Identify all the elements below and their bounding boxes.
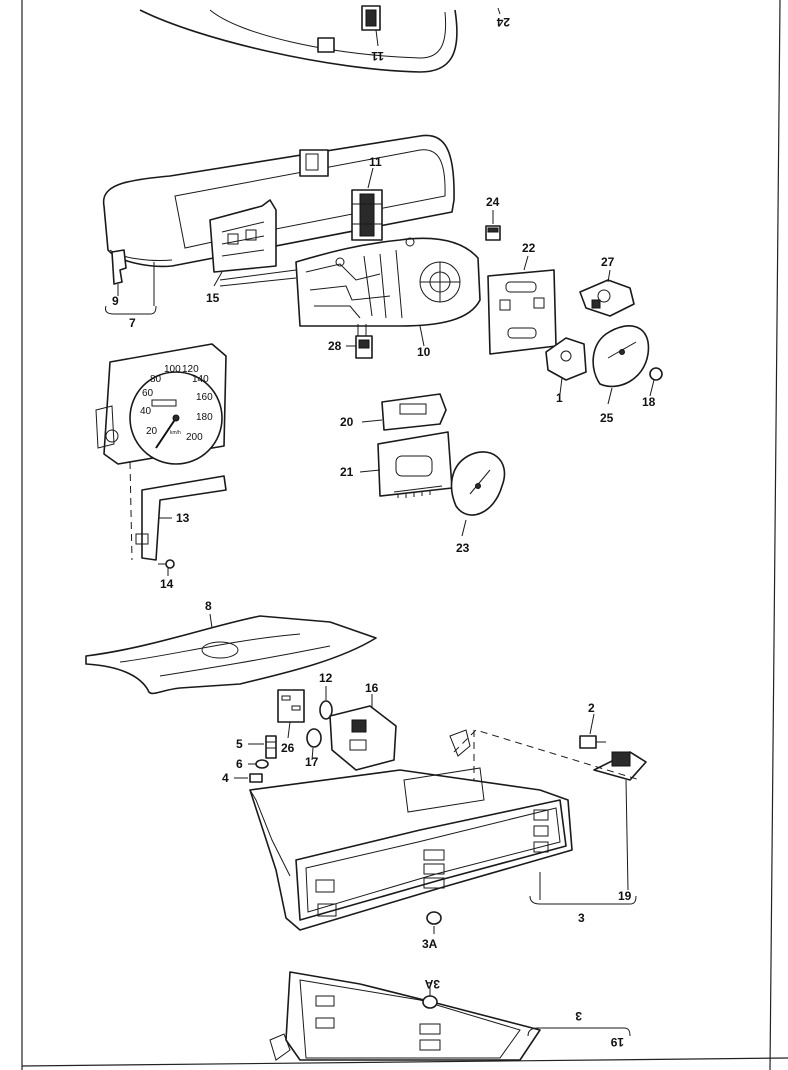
- bolt-part-5: [265, 735, 277, 759]
- speed-label-160: 160: [196, 392, 213, 403]
- clip-part-9: [111, 249, 127, 285]
- callout-28: 28: [328, 339, 342, 353]
- callout-27: 27: [601, 255, 615, 269]
- callout-11: 11: [369, 155, 382, 169]
- gauge-movement-1: [545, 337, 587, 381]
- connector-part-11: [351, 189, 383, 241]
- bulb-socket-2: [579, 735, 606, 749]
- speed-label-60: 60: [142, 388, 154, 399]
- bracket-plate-13: [135, 475, 227, 561]
- speed-label-140: 140: [192, 374, 209, 385]
- bulb-holder-17: [306, 728, 322, 748]
- callout-7: 7: [129, 316, 136, 330]
- printed-circuit-board-10: [219, 237, 481, 327]
- nut-part-18: [649, 367, 663, 381]
- mounting-plate-22: [487, 269, 557, 355]
- gauge-face-23: [450, 451, 506, 516]
- switch-housing-16: [329, 705, 397, 771]
- switch-part-19: [593, 751, 647, 781]
- bezel-part-21: [377, 431, 453, 498]
- callout-14: 14: [160, 577, 174, 591]
- callout-3a: 3A: [422, 937, 438, 951]
- small-dial-face-25: [592, 325, 650, 388]
- bracket-part-15: [209, 199, 277, 273]
- cluster-hood-cover: [102, 134, 455, 268]
- callout-17: 17: [305, 755, 319, 769]
- callout-6: 6: [236, 757, 243, 771]
- callout-10: 10: [417, 345, 431, 359]
- washer-part-6: [255, 759, 269, 769]
- callout-20: 20: [340, 415, 354, 429]
- callout-2: 2: [588, 701, 595, 715]
- small-connector-28: [355, 324, 373, 359]
- label-card-26: [277, 689, 305, 723]
- speed-label-40: 40: [140, 406, 152, 417]
- mirrored-bottom-cluster-housing: 3A 3 19: [269, 971, 631, 1061]
- speed-label-20: 20: [146, 426, 158, 437]
- speedometer-needle: [155, 417, 177, 449]
- plug-part-3a: [426, 911, 442, 925]
- callout-8: 8: [205, 599, 212, 613]
- callout-22: 22: [522, 241, 536, 255]
- callout-18: 18: [642, 395, 656, 409]
- speed-label-100: 100: [164, 364, 181, 375]
- screw-part-14: [158, 559, 175, 569]
- cluster-housing-3: [249, 729, 573, 931]
- gauge-movement-27: [579, 279, 635, 317]
- callout-5: 5: [236, 737, 243, 751]
- speed-label-120: 120: [182, 364, 199, 375]
- bulb-part-12: [319, 700, 333, 720]
- needle-hub: [172, 414, 180, 422]
- speedometer-scale: 20 40 60 80 100 120 140 160 180 200 km/h: [140, 364, 213, 443]
- callout-19: 19: [618, 889, 632, 903]
- mirrored-top-cluster-housing: 11 24: [139, 5, 510, 73]
- page-frame: [21, 0, 788, 1070]
- cap-part-24: [485, 225, 501, 241]
- mirrored-callout-3: 3: [575, 1009, 582, 1023]
- callout-25: 25: [600, 411, 614, 425]
- callout-9: 9: [112, 294, 119, 308]
- speed-unit-label: km/h: [170, 430, 181, 436]
- callout-23: 23: [456, 541, 470, 555]
- callout-13: 13: [176, 511, 190, 525]
- speed-label-200: 200: [186, 432, 203, 443]
- callout-21: 21: [340, 465, 354, 479]
- mirrored-callout-24: 24: [496, 15, 510, 29]
- callout-15: 15: [206, 291, 220, 305]
- speed-label-180: 180: [196, 412, 213, 423]
- nut-part-4: [249, 773, 263, 783]
- callout-16: 16: [365, 681, 379, 695]
- speedometer-assembly: 20 40 60 80 100 120 140 160 180 200 km/h: [95, 343, 227, 465]
- callout-3: 3: [578, 911, 585, 925]
- callout-1: 1: [556, 391, 563, 405]
- callout-24: 24: [486, 195, 500, 209]
- callout-26: 26: [281, 741, 295, 755]
- mirrored-callout-11: 11: [371, 49, 384, 63]
- plate-part-20: [381, 393, 447, 431]
- odometer-window: [151, 399, 177, 407]
- callout-4: 4: [222, 771, 229, 785]
- speed-label-80: 80: [150, 374, 162, 385]
- callout-12: 12: [319, 671, 333, 685]
- mirrored-callout-3a: 3A: [424, 977, 440, 991]
- mirrored-callout-19: 19: [610, 1035, 624, 1049]
- padded-cover-8: [85, 615, 377, 695]
